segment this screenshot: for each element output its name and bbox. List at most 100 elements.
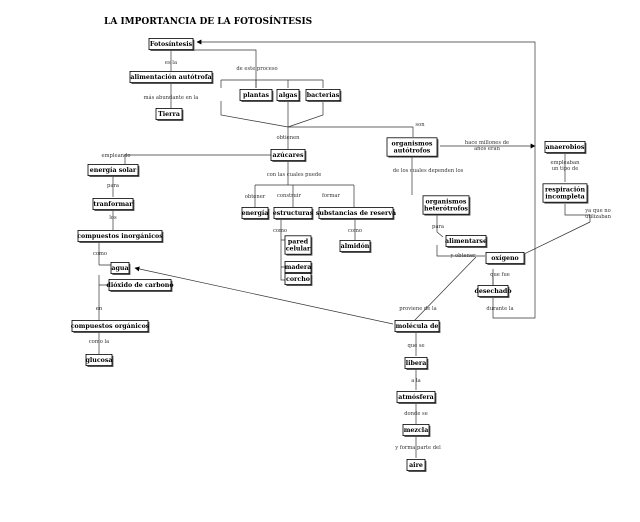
link-label-ya-que-no: utilizaban [585,214,612,220]
node-agua: agua [110,261,131,275]
link-label-donde-se: donde se [404,411,428,417]
node-label: oxígeno [491,255,519,262]
node-corcho: corcho [284,272,313,286]
node-anaerobios: anaerobios [544,140,587,154]
node-tranformar: tranformar [92,197,135,211]
link-label-es-la: es la [165,60,177,66]
link-label-durante-la: durante la [486,306,513,312]
node-label: dióxido de carbono [106,282,173,289]
link-label-como-2: como [273,228,287,234]
page-title: LA IMPORTANCIA DE LA FOTOSÍNTESIS [104,17,313,27]
node-label: Tierra [158,111,180,118]
node-label: aire [409,462,423,469]
edge-labels: es la más abundante en la de este proceso o… [89,60,612,451]
node-label: algas [279,92,298,99]
node-energia-solar: energía solar [87,163,140,177]
node-label: madera [285,264,312,271]
link-label-los: los [109,215,117,221]
node-label: respiración [545,186,585,193]
node-label: pared [288,238,309,245]
node-mezcla: mezcla [402,423,431,437]
link-label-con-las-cuales: con las cuales puede [267,172,322,178]
node-label: autótrofos [394,148,431,155]
node-label: azúcares [272,152,303,159]
link-label-de-este-proceso: de este proceso [236,66,277,72]
node-label: atmósfera [398,394,434,401]
node-label: glucosa [85,357,112,364]
node-label: Fotosíntesis [150,41,193,48]
node-label: incompleta [545,194,584,201]
node-compuestos-inorganicos: compuestos inorgánicos [77,229,164,243]
link-label-de-los-cuales: de los cuales dependen los [393,168,464,174]
link-label-y-obtener: y obtener [449,253,476,259]
node-label: compuestos orgánicos [71,323,150,330]
node-label: tranformar [93,201,133,208]
link-label-empleaban: empleaban [551,160,581,166]
node-azucares: azúcares [270,148,307,162]
node-label: libera [406,360,427,367]
node-almidon: almidón [339,239,372,253]
node-label: alimentación autótrofa [130,74,211,81]
link-label-que-se: que se [407,343,424,349]
node-label: anaerobios [546,144,585,151]
node-oxigeno: oxígeno [485,251,526,265]
node-glucosa: glucosa [85,353,114,367]
link-label-en: en [96,306,103,312]
link-label-como-3: como [348,228,362,234]
node-libera: libera [404,356,429,370]
link-label-como-1: como [93,251,107,257]
node-fotosintesis: Fotosíntesis [148,38,195,51]
node-label: alimentarse [445,238,487,245]
link-label-son: son [415,122,425,128]
node-algas: algas [276,89,301,102]
node-compuestos-organicos: compuestos orgánicos [71,319,150,333]
link-label-mas-abundante: más abundante en la [144,94,199,101]
node-label: desechado [474,288,511,295]
connectors [98,39,591,458]
link-label-hace-millones: años eran [474,145,501,152]
node-desechado: desechado [474,284,512,298]
node-label: compuestos inorgánicos [77,233,163,240]
node-estructuras: estructuras [273,206,314,220]
node-dioxido: dióxido de carbono [106,278,174,292]
link-label-empleando: empleando [102,153,131,159]
link-label-empleaban: un tipo de [552,166,579,172]
link-label-obtener: obtener [245,194,266,200]
link-label-para-2: para [432,224,444,230]
node-label: corcho [286,276,310,283]
node-substancias: substancias de reserva [316,206,396,220]
node-bacterias: bacterias [305,89,342,102]
node-energia: energía [241,206,270,220]
node-label: organismos [426,198,467,205]
node-label: celular [286,246,311,253]
node-aire: aire [406,458,427,472]
node-label: bacterias [307,92,340,99]
node-label: agua [111,265,128,272]
link-label-hace-millones: hace millones de [465,140,509,146]
node-label: mezcla [404,427,429,434]
node-atmosfera: atmósfera [396,390,437,404]
node-alimentarse: alimentarse [445,234,488,248]
link-label-construir: construir [277,193,302,199]
node-label: heterótrofos [424,206,468,213]
node-tierra: Tierra [155,108,184,121]
link-label-y-forma: y forma parte del [394,445,441,451]
link-label-como-la: como la [89,339,109,345]
link-label-para: para [107,183,119,189]
node-label: estructuras [273,210,314,217]
link-label-obtienen: obtienen [276,135,300,141]
link-label-a-la: a la [411,378,421,384]
node-label: molécula de [396,323,439,330]
link-label-ya-que-no: ya que no [584,208,611,214]
node-label: energía solar [90,167,137,174]
node-label: organismos [392,140,433,147]
link-label-formar: formar [322,193,341,199]
node-molecula: molécula de [394,319,441,333]
node-madera: madera [284,260,313,274]
node-label: plantas [243,92,269,99]
